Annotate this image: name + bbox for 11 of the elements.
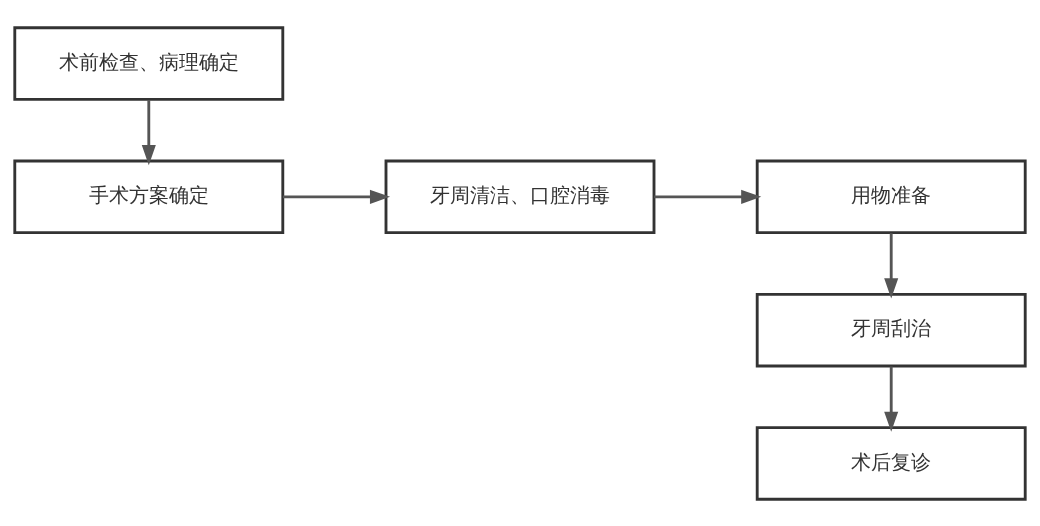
arrow xyxy=(141,99,156,165)
node-box: 用物准备 xyxy=(755,159,1027,234)
node-box: 术后复诊 xyxy=(755,425,1027,501)
node-box: 牙周清洁、口腔消毒 xyxy=(384,159,656,234)
arrow xyxy=(884,366,899,432)
arrow xyxy=(282,189,391,204)
node-box: 术前检查、病理确定 xyxy=(13,25,285,101)
arrow xyxy=(654,189,762,204)
node-box: 手术方案确定 xyxy=(13,159,285,234)
arrow xyxy=(884,232,899,298)
node-box: 牙周刮治 xyxy=(755,292,1027,367)
